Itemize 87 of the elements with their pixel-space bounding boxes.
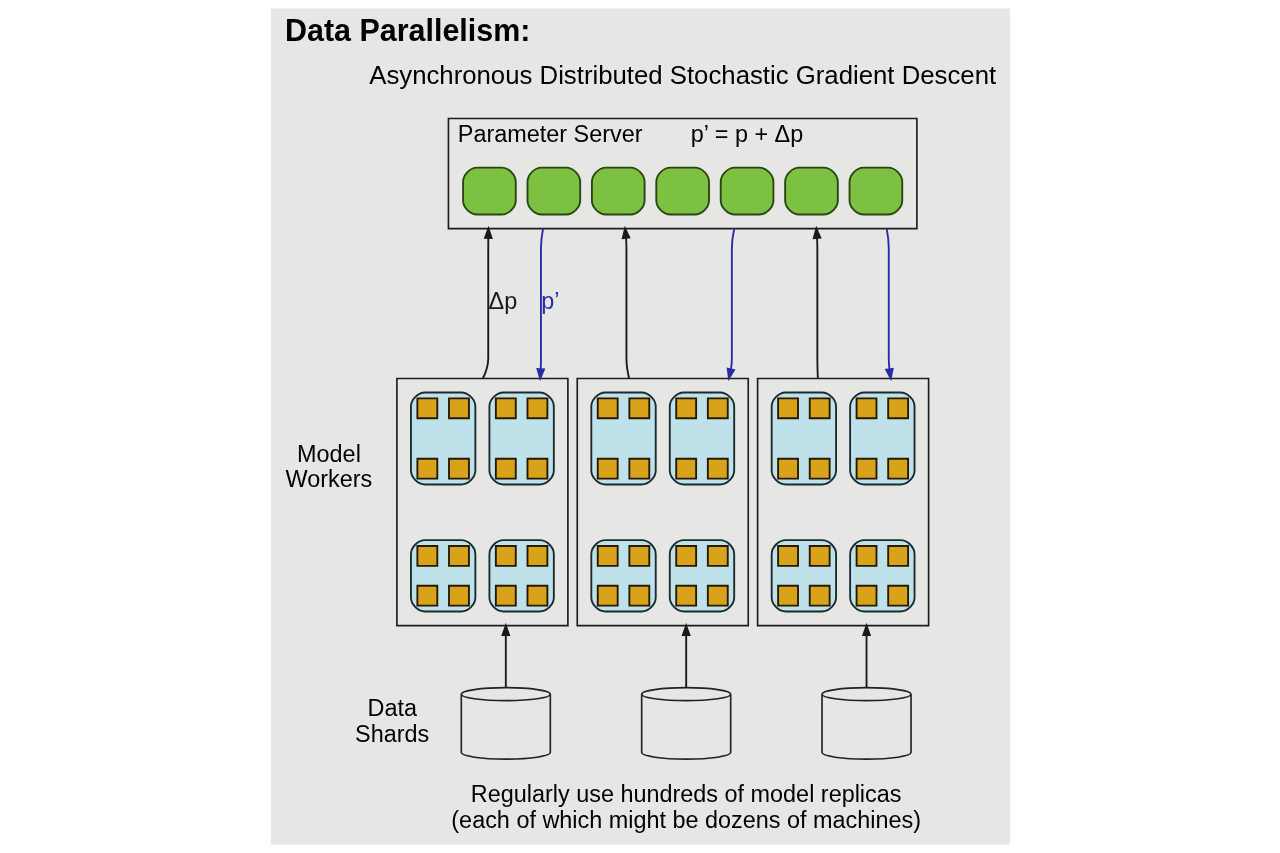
node-box xyxy=(526,166,581,216)
node-box xyxy=(447,397,470,420)
node-box xyxy=(494,397,517,420)
edge-label: p’ xyxy=(540,288,559,315)
node-box xyxy=(855,457,877,480)
cluster xyxy=(668,391,735,486)
node-box xyxy=(596,545,619,567)
node-box xyxy=(494,457,517,480)
arrow xyxy=(681,622,691,689)
node-box xyxy=(596,397,619,420)
node-box xyxy=(886,545,909,567)
node-box xyxy=(674,397,697,420)
node-box xyxy=(590,166,646,216)
cluster xyxy=(488,391,555,486)
cluster xyxy=(589,391,657,486)
node-box xyxy=(627,397,650,420)
node-box xyxy=(415,545,438,567)
node-box xyxy=(627,545,650,567)
node-box xyxy=(654,166,710,216)
node-box xyxy=(627,457,650,480)
cluster xyxy=(488,539,555,613)
cluster xyxy=(848,539,915,613)
cluster xyxy=(409,391,476,486)
cluster xyxy=(770,391,837,486)
cluster xyxy=(756,377,929,627)
node-label: p’ = p + Δp xyxy=(690,120,803,147)
node-box xyxy=(886,457,909,480)
arrow xyxy=(500,622,510,689)
cluster xyxy=(848,391,915,486)
node-box xyxy=(886,584,909,607)
node-box xyxy=(674,584,697,607)
node-box xyxy=(447,584,470,607)
node-box xyxy=(415,397,438,420)
cluster xyxy=(770,539,837,613)
node-box xyxy=(855,584,877,607)
label: Asynchronous Distributed Stochastic Gradient Descent xyxy=(368,61,996,90)
node-box xyxy=(776,457,799,480)
node-box xyxy=(855,545,877,567)
node-box xyxy=(848,166,903,216)
cluster xyxy=(395,377,569,627)
cluster xyxy=(668,539,735,613)
node-box xyxy=(596,457,619,480)
node-box xyxy=(706,545,729,567)
arrow xyxy=(726,227,736,382)
node-box xyxy=(808,457,831,480)
node-box xyxy=(494,545,517,567)
node-box xyxy=(627,584,650,607)
node-box xyxy=(886,397,909,420)
node-box xyxy=(808,584,831,607)
node-box xyxy=(776,584,799,607)
node-box xyxy=(526,457,548,480)
node-box xyxy=(415,584,438,607)
node-box xyxy=(526,584,548,607)
node-box xyxy=(447,457,470,480)
node-box xyxy=(461,166,517,216)
label: Regularly use hundreds of model replicas (each of which might be dozens of machines) xyxy=(450,781,921,834)
node-box xyxy=(808,545,831,567)
node-box xyxy=(706,584,729,607)
label: Model Workers xyxy=(285,440,372,493)
node-box xyxy=(776,397,799,420)
node-box xyxy=(719,166,774,216)
node-box xyxy=(674,457,697,480)
edge-label: Δp xyxy=(488,288,517,315)
node-box xyxy=(706,397,729,420)
node-box xyxy=(808,397,831,420)
node-box xyxy=(447,545,470,567)
cluster xyxy=(589,539,657,613)
cluster xyxy=(409,539,476,613)
arrow xyxy=(481,225,493,380)
node-box xyxy=(706,457,729,480)
node-box xyxy=(855,397,877,420)
label: Data Shards xyxy=(354,695,429,748)
node-box xyxy=(526,397,548,420)
node-box xyxy=(494,584,517,607)
node-box xyxy=(783,166,839,216)
cluster xyxy=(575,377,749,627)
node-box xyxy=(526,545,548,567)
arrow xyxy=(535,227,545,382)
node-box xyxy=(415,457,438,480)
node-box xyxy=(596,584,619,607)
arrow xyxy=(812,225,822,380)
diagram-title: Data Parallelism: xyxy=(284,12,530,47)
node-box xyxy=(674,545,697,567)
arrow xyxy=(621,225,631,380)
arrow xyxy=(884,227,894,382)
arrow xyxy=(861,622,871,689)
node-box xyxy=(776,545,799,567)
